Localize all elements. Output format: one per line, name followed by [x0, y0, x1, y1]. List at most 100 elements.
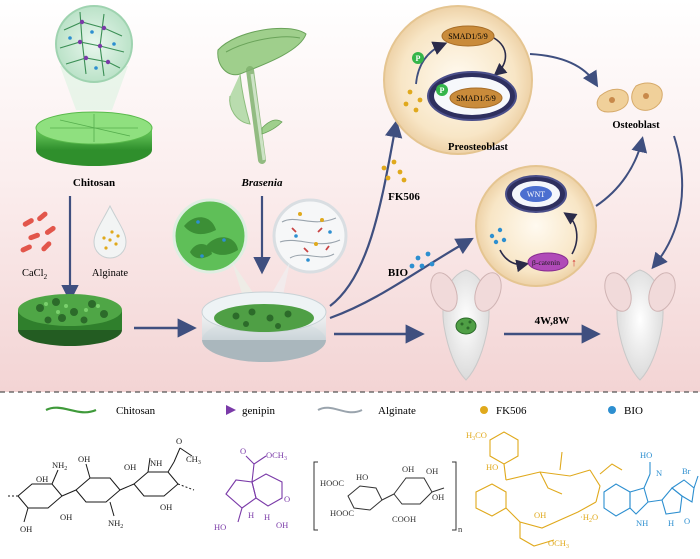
svg-text:O: O — [284, 494, 290, 504]
legend-alginate: Alginate — [378, 405, 416, 417]
chitosan-label: Chitosan — [73, 177, 115, 189]
svg-text:HO: HO — [486, 462, 498, 472]
legend-fk506-swatch — [480, 406, 488, 414]
legend-bio: BIO — [624, 405, 643, 417]
legend-fk506: FK506 — [496, 405, 527, 417]
mouse-with-implant — [430, 269, 502, 381]
beta-catenin-up-arrow: ↑ — [571, 257, 577, 269]
svg-text:OH: OH — [402, 464, 414, 474]
bio-structure — [603, 462, 699, 517]
genipin-structure — [225, 455, 283, 523]
beta-catenin-label: β-catenin — [532, 258, 560, 267]
svg-text:HOOC: HOOC — [330, 508, 354, 518]
fk506-structure — [475, 431, 623, 547]
chitosan-network-bubble — [55, 5, 133, 110]
alginate-labels: HOOC HOOC COOH OH OH OH HO n — [320, 464, 463, 534]
fk506-labels: H3CO HO ·H2O OH OCH3 — [466, 430, 598, 550]
arrow-preosteoblast-to-osteoblast — [529, 53, 599, 88]
svg-text:NH2: NH2 — [108, 518, 123, 530]
mouse-healed — [604, 269, 676, 381]
zoom-cone-right — [268, 262, 290, 300]
arrow-osteoblast-to-healed-skull — [651, 135, 684, 270]
svg-text:·H2O: ·H2O — [580, 512, 598, 524]
smad-nucleus-label: SMAD1/5/9 — [456, 94, 496, 103]
bio-particles — [409, 251, 435, 269]
svg-text:OH: OH — [534, 510, 546, 520]
svg-text:OH: OH — [78, 454, 90, 464]
legend-genipin-swatch — [226, 405, 236, 415]
legend-bio-swatch — [608, 406, 616, 414]
timepoints-label: 4W,8W — [535, 315, 570, 327]
svg-text:HO: HO — [640, 450, 652, 460]
arrow-wnt-to-osteoblast — [595, 136, 648, 207]
legend-chitosan-swatch — [45, 406, 97, 414]
svg-text:N: N — [656, 468, 662, 478]
svg-text:O: O — [176, 436, 182, 446]
chitosan-structure-labels: NH2 NH2 NH OH OH OH OH OH O CH3 OH — [20, 436, 201, 534]
smad-top-label: SMAD1/5/9 — [448, 32, 488, 41]
svg-text:NH2: NH2 — [52, 460, 67, 472]
svg-text:H: H — [668, 518, 674, 528]
brasenia-mucilage-bubble — [172, 198, 248, 274]
bio-label: BIO — [388, 267, 409, 279]
phospho-badge-top — [412, 52, 424, 64]
bio-labels: HO N Br NH H O — [636, 450, 691, 528]
svg-text:H: H — [264, 512, 270, 522]
alginate-structure — [313, 461, 457, 531]
svg-text:HO: HO — [214, 522, 226, 532]
svg-text:Br: Br — [682, 466, 691, 476]
svg-text:NH: NH — [636, 518, 648, 528]
svg-text:OH: OH — [276, 520, 288, 530]
svg-text:H: H — [248, 510, 254, 520]
svg-text:OH: OH — [124, 462, 136, 472]
phospho-badge-nucleus — [436, 84, 448, 96]
svg-text:P: P — [440, 86, 445, 95]
legend-genipin: genipin — [242, 405, 275, 417]
svg-text:O: O — [684, 516, 690, 526]
svg-text:O: O — [240, 446, 246, 456]
svg-text:HOOC: HOOC — [320, 478, 344, 488]
legend-alginate-swatch — [317, 406, 363, 414]
svg-text:HO: HO — [356, 472, 368, 482]
osteoblast-label: Osteoblast — [612, 120, 660, 131]
svg-text:OH: OH — [160, 502, 172, 512]
svg-text:COOH: COOH — [392, 514, 416, 524]
svg-text:OH: OH — [426, 466, 438, 476]
wnt-signaling-cell: WNT β-catenin ↑ — [475, 165, 597, 287]
fk506-label: FK506 — [388, 191, 420, 203]
legend: Chitosan genipin Alginate FK506 BIO — [45, 405, 643, 417]
svg-text:OCH3: OCH3 — [266, 450, 287, 462]
svg-text:CH3: CH3 — [186, 454, 201, 466]
arrow-scaffold-to-preosteoblast — [329, 119, 403, 307]
svg-text:H3CO: H3CO — [466, 430, 487, 442]
alginate-label: Alginate — [92, 268, 128, 279]
svg-text:NH: NH — [150, 458, 162, 468]
preosteoblast-label: Preosteoblast — [448, 142, 508, 153]
chitosan-structure — [8, 447, 195, 523]
alginate-droplet — [93, 204, 127, 259]
svg-text:P: P — [416, 54, 421, 63]
svg-text:n: n — [458, 524, 463, 534]
brasenia-plant — [217, 27, 307, 164]
wnt-label: WNT — [527, 190, 545, 199]
composite-scaffold-disc — [201, 291, 327, 362]
brasenia-label: Brasenia — [241, 177, 283, 189]
svg-text:OH: OH — [60, 512, 72, 522]
fk506-particles — [381, 159, 407, 183]
svg-text:OCH3: OCH3 — [548, 538, 569, 550]
osteoblast-cells — [596, 82, 663, 113]
svg-text:OH: OH — [20, 524, 32, 534]
svg-text:OH: OH — [432, 492, 444, 502]
cacl2-label: CaCl2 — [22, 268, 48, 281]
legend-chitosan: Chitosan — [116, 405, 156, 417]
genipin-labels: O OCH3 HO H H O OH — [214, 446, 290, 532]
zoom-cone-left — [232, 262, 258, 300]
preosteoblast-cell: P SMAD1/5/9 P SMAD1/5/9 — [383, 5, 533, 155]
cacl2-particles — [20, 211, 56, 253]
chitosan-hydrogel-disc — [35, 111, 153, 166]
alginate-chitosan-gel-mass — [18, 294, 122, 346]
svg-text:OH: OH — [36, 474, 48, 484]
alginate-network-bubble — [272, 198, 348, 274]
